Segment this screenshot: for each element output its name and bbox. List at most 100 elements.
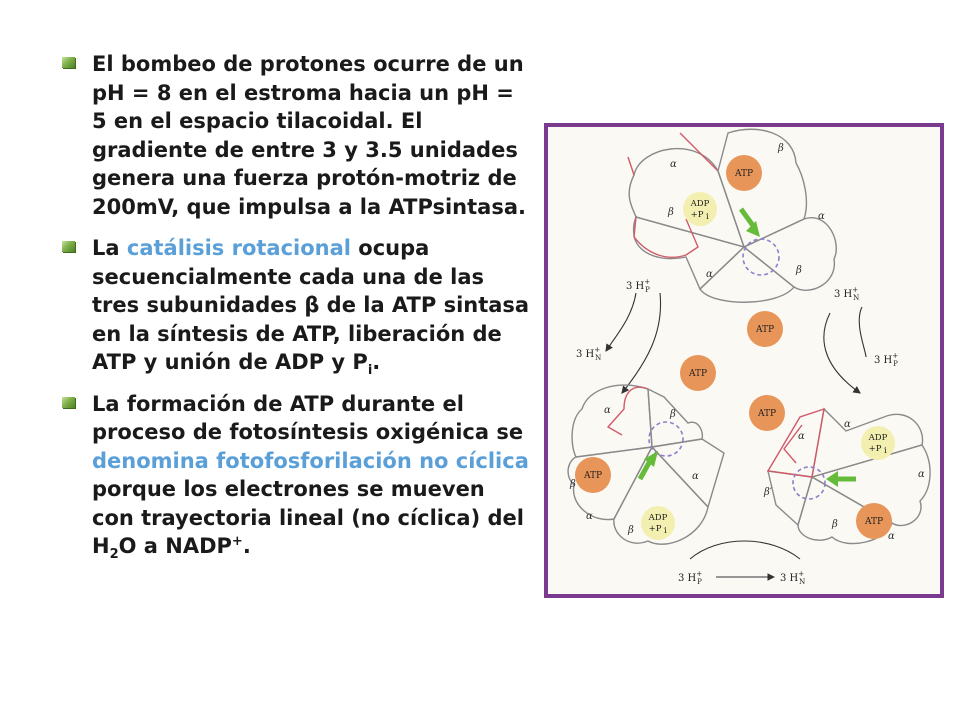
gamma-rotor [742,238,780,276]
adp-label: ADP [648,513,668,523]
proton-label: 3 H+P [874,352,898,368]
transition-arrow [689,540,801,560]
pi-label: +P [691,210,704,220]
subunit-beta [571,384,653,458]
adp-pi-molecule [683,192,717,226]
greek-label: β [777,143,784,154]
subunit-beta [717,128,808,248]
f1-complex-left: α β α β α β ATP ADP +P i [567,384,725,545]
greek-label: α [798,431,805,442]
bullet-text: El bombeo de protones ocurre de un pH = … [92,52,526,219]
subunit-beta [613,445,709,545]
pi-subscript: i [884,446,887,456]
bullet-text: . [242,534,251,558]
bullet-text: porque los electrones se mueven con tray… [92,477,524,558]
greek-label: β [627,525,634,536]
adp-label: ADP [690,199,710,209]
greek-label: α [844,419,851,430]
proton-label: 3 H+N [780,570,805,586]
atp-molecule [726,155,762,191]
subunit-beta [647,387,704,448]
atp-label: ATP [688,369,707,379]
green-arrowhead [746,221,760,237]
greek-label: α [706,269,713,280]
pi-label: +P [649,524,662,534]
alpha-outline [606,386,649,436]
greek-label: α [604,405,611,416]
atp-label: ATP [583,471,602,481]
subunit-alpha [650,438,725,509]
atp-label: ATP [734,169,753,179]
bullet-text: La [92,236,127,260]
bullet-marker-icon [62,57,75,68]
gamma-rotor [648,421,684,457]
greek-label: α [670,159,677,170]
pi-subscript: i [664,526,667,536]
highlight-term: denomina fotofosforilación no cíclica [92,448,529,473]
atp-molecule [856,503,892,539]
bullet-text: La formación de ATP durante el proceso d… [92,391,524,445]
alpha-outline [766,407,825,478]
bullet-text: . [372,350,381,374]
greek-label: β [831,519,838,530]
bullet-item-proton-pumping: El bombeo de protones ocurre de un pH = … [62,50,532,221]
pi-subscript: i [706,212,709,222]
subunit-beta [810,444,931,527]
green-arrow [738,207,757,229]
proton-label: 3 H+N [834,286,859,302]
atp-molecule [575,457,611,493]
green-arrow [637,459,653,481]
alpha-outline [633,216,699,258]
atp-label: ATP [757,409,776,419]
green-arrowhead [644,451,658,467]
binding-change-diagram: α β α β α β ATP ADP +P i ATP ATP ATP 3 H… [567,128,931,586]
atp-synthase-figure: α β α β α β ATP ADP +P i ATP ATP ATP 3 H… [544,123,944,598]
subscript: i [367,363,373,379]
proton-arrow [858,306,867,358]
bullet-marker-icon [62,396,75,408]
highlight-term: catálisis rotacional [126,236,351,260]
bullet-text: ocupa secuencialmente cada una de las tr… [92,236,530,374]
subunit-alpha [742,217,837,291]
adp-label: ADP [868,433,888,443]
green-arrowhead [826,471,838,487]
f1-complex-top: α β α β α β ATP ADP +P i [627,128,837,303]
gamma-rotor [792,466,826,500]
greek-label: β [669,409,676,420]
released-atp-top [747,311,783,347]
subscript: 2 [109,547,119,563]
bullet-item-noncyclic-photophosphorylation: La formación de ATP durante el proceso d… [62,390,532,561]
transition-arrow [823,312,861,394]
proton-label: 3 H+P [626,278,650,294]
greek-label: β′ [763,487,773,498]
greek-label: α [818,211,825,222]
greek-label: β [795,265,802,276]
released-atp-right [749,395,785,431]
subunit-alpha [567,446,654,521]
bullet-text: O a NADP [118,534,232,558]
proton-arrow [605,292,637,352]
transition-arrow [621,292,662,394]
subunit-alpha [811,407,924,478]
adp-pi-molecule [641,506,675,540]
subunit-alpha [699,246,795,303]
superscript: + [231,534,243,549]
greek-label: α [692,471,699,482]
transition-top-to-left: 3 H+P 3 H+N [576,278,662,394]
pi-label: +P [869,444,882,454]
bullet-marker-icon [62,241,75,252]
alpha-outline [627,132,719,176]
bullet-item-rotational-catalysis: La catálisis rotacional ocupa secuencial… [62,234,532,377]
atp-label: ATP [864,517,883,527]
transition-top-to-right: 3 H+N 3 H+P [823,286,898,394]
proton-label: 3 H+N [576,346,601,362]
released-atp-left [680,355,716,391]
greek-label: α [918,469,925,480]
alpha-outline [783,424,803,464]
greek-label: α [586,511,593,522]
proton-label: 3 H+P [678,570,702,586]
bullet-list: El bombeo de protones ocurre de un pH = … [62,50,532,561]
greek-label: α [888,531,895,542]
transition-left-to-right: 3 H+P 3 H+N [678,540,805,586]
f1-complex-right: α α β′ α β α ADP +P i ATP [763,407,931,545]
